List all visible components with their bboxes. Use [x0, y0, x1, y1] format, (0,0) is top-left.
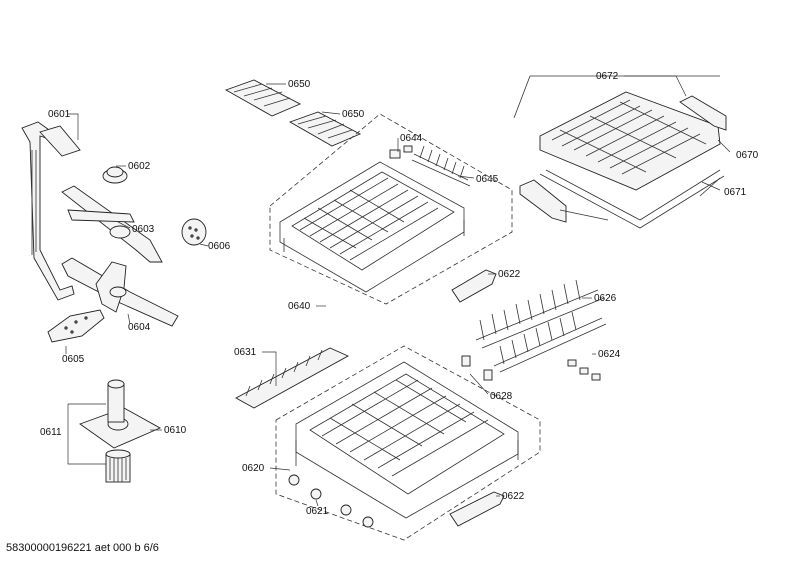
label-0620: 0620 [242, 463, 265, 474]
label-0606: 0606 [208, 241, 231, 252]
upper-spray-arm [61, 185, 163, 263]
cup-holder-insert [235, 347, 350, 409]
label-0628: 0628 [490, 391, 513, 402]
basket-handle-lower [449, 491, 505, 527]
lower-spray-arm-support [47, 309, 105, 343]
label-0601: 0601 [48, 109, 71, 120]
drawer-rail-end [519, 179, 567, 223]
label-0610: 0610 [164, 425, 187, 436]
leader-lines [65, 75, 731, 507]
label-0611: 0611 [40, 427, 62, 438]
label-0670: 0670 [736, 150, 759, 161]
upper-basket [279, 161, 465, 293]
label-0672: 0672 [596, 71, 619, 82]
spray-arm-holder [102, 166, 128, 184]
filter-cap [181, 218, 207, 246]
label-0622-a: 0622 [498, 269, 521, 280]
label-0671: 0671 [724, 187, 747, 198]
spray-arm-pipe [21, 121, 81, 301]
label-0605: 0605 [62, 354, 85, 365]
label-0621: 0621 [306, 506, 329, 517]
fine-filter [105, 449, 131, 483]
lower-basket-boundary [275, 345, 541, 541]
lower-basket [295, 361, 519, 519]
micro-filter-plate [79, 379, 162, 449]
label-0631: 0631 [234, 347, 257, 358]
label-0650-b: 0650 [342, 109, 365, 120]
label-0622-b: 0622 [502, 491, 525, 502]
cup-rack [411, 145, 471, 187]
label-0626: 0626 [594, 293, 617, 304]
cutlery-holder-insert [224, 79, 362, 147]
upper-basket-boundary [269, 113, 513, 305]
label-0603: 0603 [132, 224, 155, 235]
basket-wheels [288, 474, 374, 528]
cutlery-drawer [539, 91, 721, 191]
label-0604: 0604 [128, 322, 151, 333]
document-number: 58300000196221 aet 000 b 6/6 [6, 542, 159, 554]
drawer-frame-line [559, 177, 721, 221]
lower-spray-arm [61, 257, 179, 327]
label-0650-a: 0650 [288, 79, 311, 90]
basket-clip [389, 145, 413, 159]
cutlery-basket-handle [451, 269, 497, 303]
label-0624: 0624 [598, 349, 621, 360]
label-0645: 0645 [476, 174, 499, 185]
rack-bearing [567, 359, 601, 381]
plate-rack-folding [475, 279, 607, 373]
label-0640: 0640 [288, 301, 311, 312]
rack-hinge [461, 355, 493, 381]
label-0644: 0644 [400, 133, 423, 144]
drawer-end-stop [679, 95, 727, 131]
label-0602: 0602 [128, 161, 151, 172]
